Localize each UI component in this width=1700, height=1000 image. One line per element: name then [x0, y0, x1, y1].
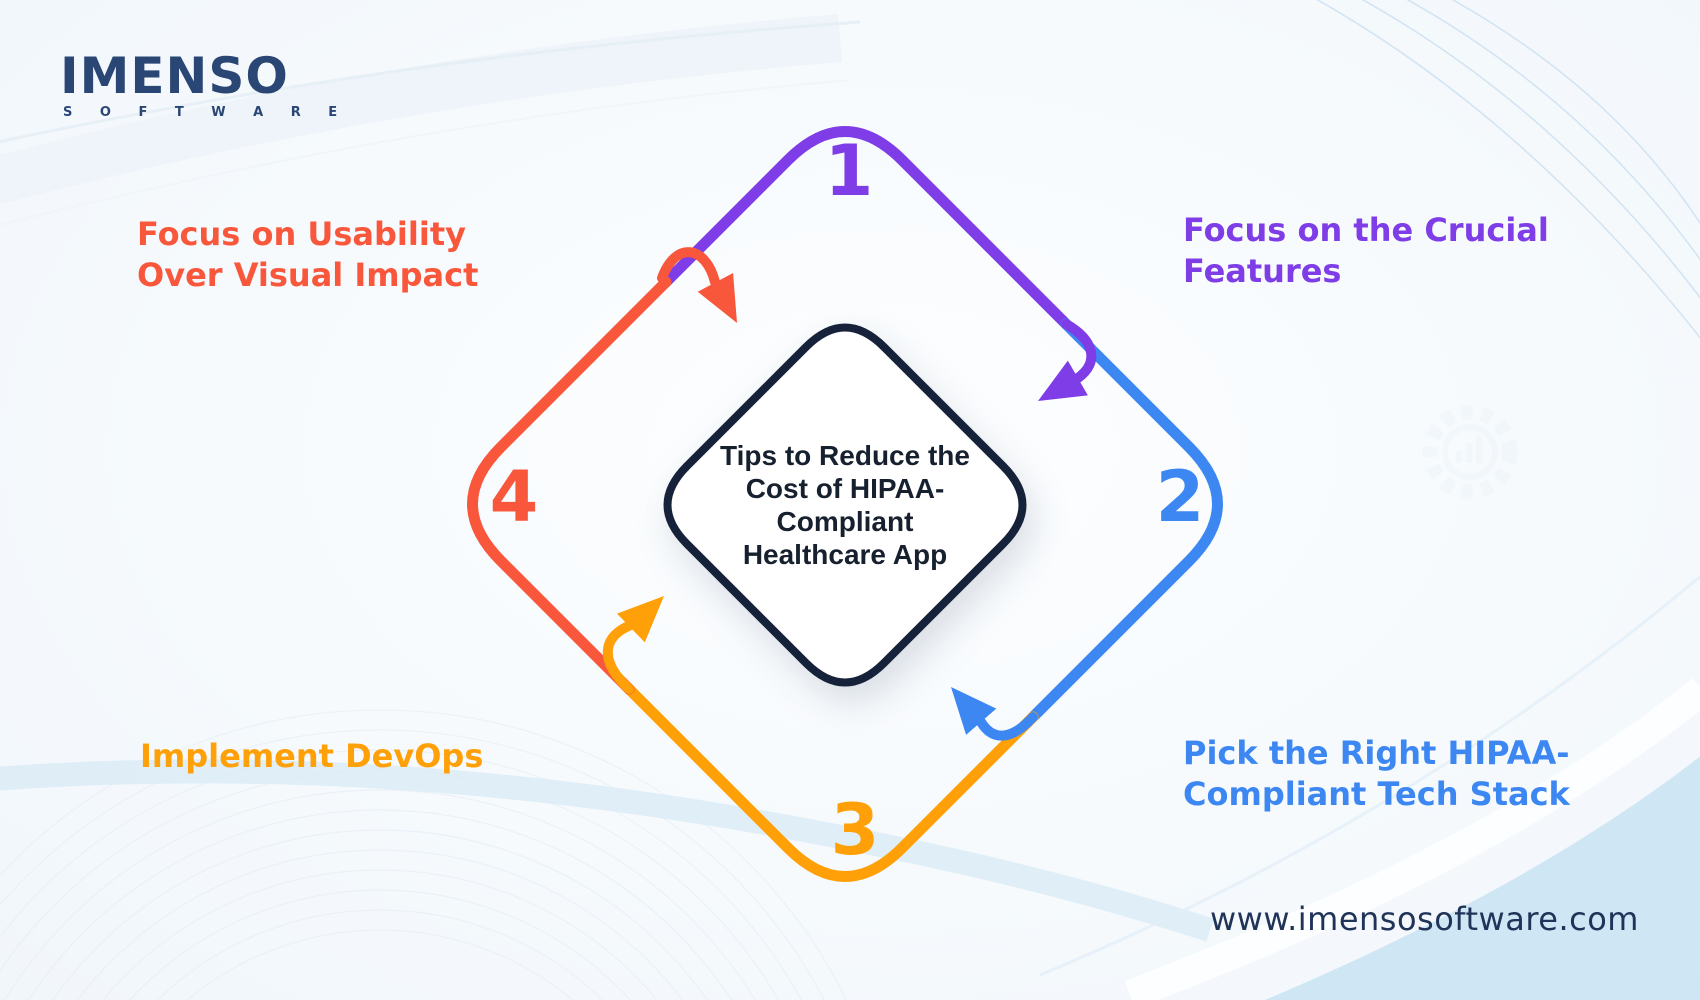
brand-name: IMENSO: [60, 47, 289, 105]
website-url: www.imensosoftware.com: [1210, 900, 1639, 938]
center-diamond-shape: [663, 323, 1027, 687]
wave-top-left: [0, 14, 861, 226]
arrow-step-4: [657, 247, 720, 287]
step-4-label: Focus on Usability Over Visual Impact: [137, 215, 479, 294]
segment-step-3: [623, 683, 1039, 882]
step-3-number: 3: [830, 789, 880, 871]
step-2-label: Pick the Right HIPAA- Compliant Tech Sta…: [1183, 734, 1570, 813]
step-1-label: Focus on the Crucial Features: [1183, 211, 1549, 290]
segment-step-4: [467, 276, 672, 695]
segment-step-2: [1027, 318, 1223, 723]
step-2-number: 2: [1155, 456, 1205, 538]
brand-logo: IMENSO S O F T W A R E: [60, 50, 349, 120]
wave-bottom-right: [1039, 574, 1700, 1000]
arrowhead-step-4: [697, 272, 737, 323]
arrowhead-step-2: [951, 687, 997, 735]
step-1-number: 1: [824, 130, 874, 212]
arrow-step-2: [976, 712, 1038, 741]
step-3-label: Implement DevOps: [140, 737, 484, 775]
brand-subtitle: S O F T W A R E: [63, 105, 349, 120]
arrow-step-1: [1061, 319, 1097, 383]
step-4-number: 4: [489, 456, 539, 538]
gear-watermark-icon: [1422, 404, 1518, 500]
segment-step-1: [660, 126, 1072, 330]
arrow-step-3: [602, 620, 636, 694]
wave-bottom-left-band: [0, 759, 1214, 942]
center-title: Tips to Reduce the Cost of HIPAA- Compli…: [720, 440, 970, 570]
arrowhead-step-3: [617, 596, 664, 643]
diagonal-lines-top-right: [1316, 0, 1700, 339]
arrowhead-step-1: [1038, 360, 1088, 401]
